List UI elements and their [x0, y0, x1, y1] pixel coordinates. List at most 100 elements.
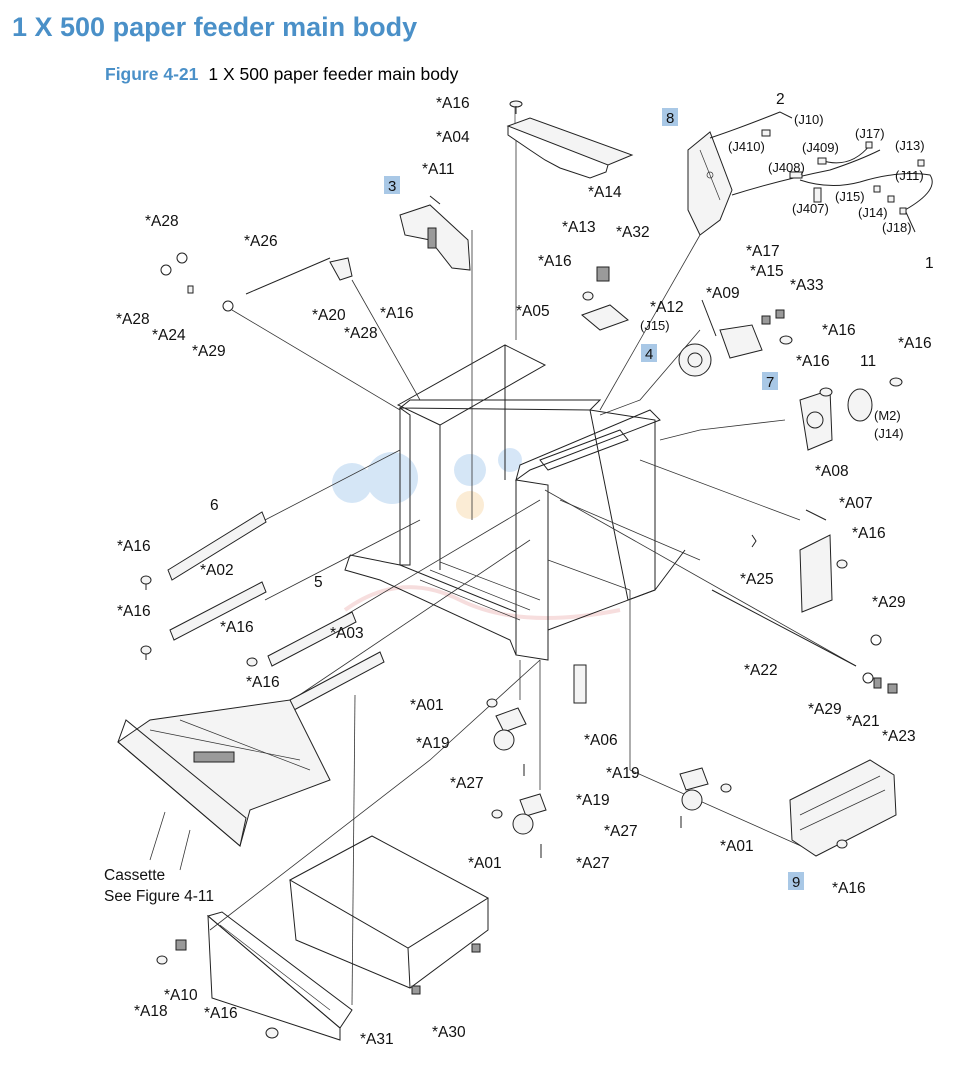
main-frame — [344, 344, 686, 661]
label-a29: *A29 — [808, 701, 842, 718]
label-a27: *A27 — [450, 775, 484, 792]
leader-lines — [209, 140, 857, 1006]
callout-box-8: 8 — [662, 108, 678, 127]
label-a16: *A16 — [822, 322, 856, 339]
label-a11: *A11 — [422, 161, 454, 178]
label-a29: *A29 — [872, 594, 906, 611]
label-a19: *A19 — [576, 792, 610, 809]
label-a13: *A13 — [562, 219, 596, 236]
label-j408: (J408) — [768, 160, 805, 175]
side-rails — [167, 511, 385, 711]
figure-number: Figure 4-21 — [105, 64, 199, 84]
figure-title: 1 X 500 paper feeder main body — [208, 64, 459, 84]
label-j407: (J407) — [792, 201, 829, 216]
label-a01: *A01 — [720, 838, 754, 855]
watermark — [332, 448, 621, 620]
screw-top — [509, 100, 523, 114]
callout-box-7: 7 — [762, 372, 778, 391]
label-1: 1 — [925, 255, 934, 272]
callout-8: 8 — [666, 110, 674, 127]
label-a04: *A04 — [436, 129, 470, 146]
label-j17: (J17) — [855, 126, 885, 141]
label-a33: *A33 — [790, 277, 824, 294]
label-a28: *A28 — [145, 213, 179, 230]
label-a16: *A16 — [538, 253, 572, 270]
shaft-a22 — [711, 534, 898, 694]
callout-4: 4 — [645, 346, 653, 363]
label-j13: (J13) — [895, 138, 925, 153]
label-a21: *A21 — [846, 713, 880, 730]
callout-box-3: 3 — [384, 176, 400, 195]
label-a03: *A03 — [330, 625, 364, 642]
label-6: 6 — [210, 497, 219, 514]
label-11: 11 — [860, 353, 876, 370]
label-j15: (J15) — [835, 189, 865, 204]
label-j18: (J18) — [882, 220, 912, 235]
top-cover — [506, 105, 634, 179]
label-a12: *A12 — [650, 299, 684, 316]
label-5: 5 — [314, 574, 323, 591]
sensor-bracket — [581, 266, 629, 331]
bottom-bin — [288, 835, 489, 995]
label-a16: *A16 — [436, 95, 470, 112]
label-a30: *A30 — [432, 1024, 466, 1041]
label-a05: *A05 — [516, 303, 550, 320]
label-a31: *A31 — [360, 1031, 394, 1048]
label-a16: *A16 — [117, 538, 151, 555]
callout-9: 9 — [792, 874, 800, 891]
label-j14: (J14) — [858, 205, 888, 220]
label-a06: *A06 — [584, 732, 618, 749]
label-a16: *A16 — [898, 335, 932, 352]
wire-harness — [709, 111, 933, 233]
label-a09: *A09 — [706, 285, 740, 302]
label-a01: *A01 — [410, 697, 444, 714]
page-heading: 1 X 500 paper feeder main body — [12, 12, 418, 42]
label-a02: *A02 — [200, 562, 234, 579]
label-a07: *A07 — [839, 495, 873, 512]
label-a27: *A27 — [604, 823, 638, 840]
front-frame — [156, 911, 353, 1041]
label-a25: *A25 — [740, 571, 774, 588]
label-j409: (J409) — [802, 140, 839, 155]
label-a16: *A16 — [246, 674, 280, 691]
label-a10: *A10 — [164, 987, 198, 1004]
label-a16: *A16 — [852, 525, 886, 542]
label-a23: *A23 — [882, 728, 916, 745]
label-cassette-ref: See Figure 4-11 — [104, 888, 214, 905]
label-j410: (J410) — [728, 139, 765, 154]
label-a18: *A18 — [134, 1003, 168, 1020]
controller-board — [799, 509, 848, 613]
label-a22: *A22 — [744, 662, 778, 679]
label-m2: (M2) — [874, 408, 901, 423]
shaft-assembly — [160, 252, 353, 312]
label-a19: *A19 — [606, 765, 640, 782]
label-j15: (J15) — [640, 318, 670, 333]
label-a15: *A15 — [750, 263, 784, 280]
label-cassette: Cassette — [104, 867, 165, 884]
casters — [486, 698, 732, 858]
label-j14: (J14) — [874, 426, 904, 441]
label-a32: *A32 — [616, 224, 650, 241]
label-a27: *A27 — [576, 855, 610, 872]
guide-assembly — [399, 195, 471, 271]
part-a06 — [573, 664, 587, 704]
label-a28: *A28 — [116, 311, 150, 328]
label-a16: *A16 — [117, 603, 151, 620]
assembly-9 — [789, 759, 897, 857]
callout-7: 7 — [766, 374, 774, 391]
label-a24: *A24 — [152, 327, 186, 344]
label-a14: *A14 — [588, 184, 622, 201]
label-a28: *A28 — [344, 325, 378, 342]
label-j11: (J11) — [895, 168, 924, 183]
label-a08: *A08 — [815, 463, 849, 480]
figure-caption: Figure 4-21 1 X 500 paper feeder main bod… — [105, 64, 458, 85]
label-a26: *A26 — [244, 233, 278, 250]
label-a16: *A16 — [220, 619, 254, 636]
motor-m2 — [799, 377, 903, 451]
callout-3: 3 — [388, 178, 396, 195]
label-a16: *A16 — [380, 305, 414, 322]
label-2: 2 — [776, 91, 785, 108]
part-labels: *A16 *A04 *A11 *A28 *A26 *A28 *A24 *A29 … — [104, 91, 934, 1048]
label-a19: *A19 — [416, 735, 450, 752]
